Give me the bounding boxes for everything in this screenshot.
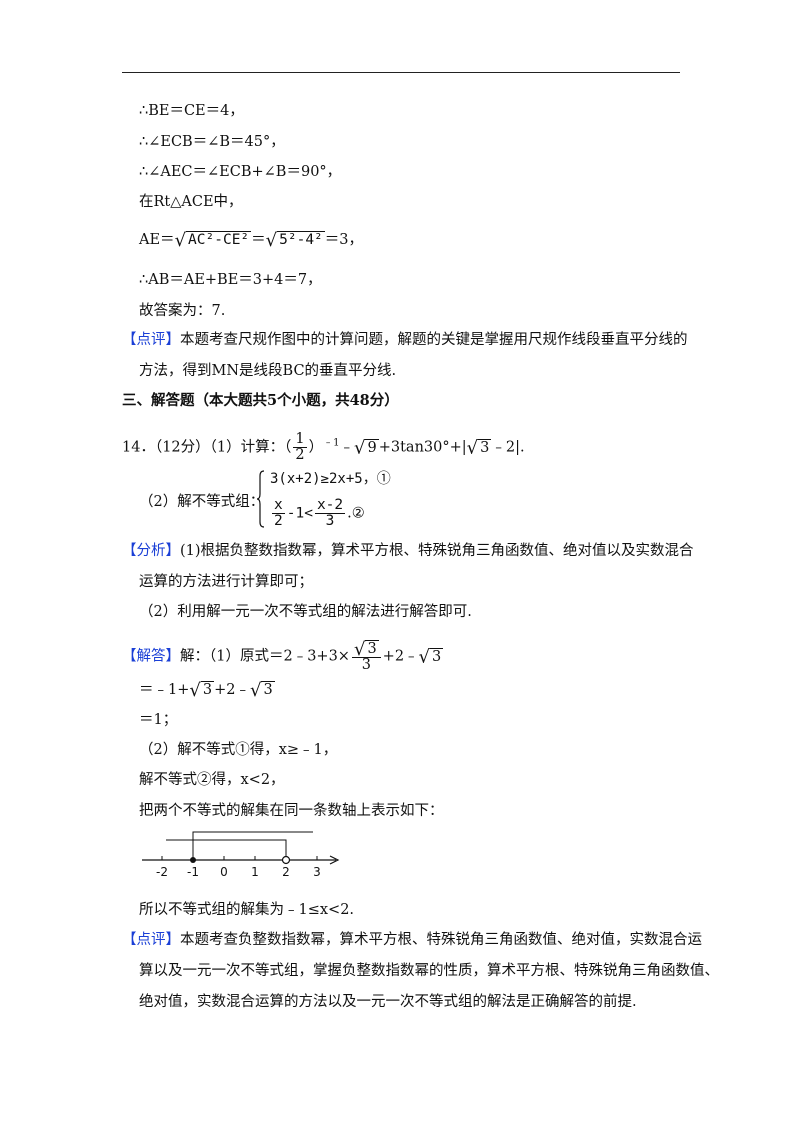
line-ae-sqrt: AE＝√AC²-CE²＝√5²-4²＝3， (139, 230, 363, 251)
solid-point (190, 857, 196, 863)
answer-s2b: +2﹣ (214, 682, 250, 698)
radical-icon: √ (466, 437, 479, 459)
comment-2-line-a: 【点评】本题考查负整数指数幂，算术平方根、特殊锐角三角函数值、绝对值，实数混合运 (122, 930, 702, 950)
answer-line-3: ＝1； (139, 712, 178, 728)
answer-line-7: 所以不等式组的解集为﹣1≤x<2. (139, 902, 355, 918)
tick-label: 0 (220, 865, 228, 879)
comment-1-line-a: 【点评】本题考查尺规作图中的计算问题，解题的关键是掌握用尺规作线段垂直平分线的 (122, 330, 688, 350)
axis-arrow-icon (329, 855, 340, 865)
tick-label: 3 (313, 865, 321, 879)
answer-s2-radicand-2: 3 (261, 681, 275, 698)
left-brace-icon (257, 470, 265, 528)
answer-s1-radicand: 3 (430, 647, 444, 665)
comment-2-line-c: 绝对值，实数混合运算的方法以及一元一次不等式组的解法是正确解答的前提. (139, 994, 637, 1010)
analysis-line-b: 运算的方法进行计算即可； (139, 574, 313, 590)
line-rt-ace: 在Rt△ACE中， (139, 194, 243, 210)
radicand-1: AC²-CE² (186, 231, 252, 248)
number-line: -2 -1 0 1 2 3 (142, 831, 340, 879)
frac-num: 1 (293, 431, 307, 448)
q14-tail: ﹣2|. (491, 439, 525, 456)
frac-den: 2 (295, 447, 305, 463)
q14-mid: +3tan30°+| (378, 439, 467, 456)
ineq2-frac2-num: x-2 (314, 497, 346, 514)
answer-line-5: 解不等式②得，x<2， (139, 772, 285, 788)
solution-ray-x-lt-2 (166, 839, 287, 860)
ae-suffix: ＝3， (324, 232, 364, 248)
ineq2-frac1-den: 2 (274, 513, 283, 529)
answer-line-6: 把两个不等式的解集在同一条数轴上表示如下： (139, 803, 444, 819)
q14-head: 14．（12分）（1）计算：（ (122, 439, 292, 456)
line-be-ce: ∴BE＝CE＝4， (139, 103, 244, 119)
tick-label: -1 (187, 865, 199, 879)
line-ab: ∴AB＝AE+BE＝3+4＝7， (139, 272, 322, 288)
radical-icon: √ (189, 680, 201, 701)
header-rule (122, 72, 680, 73)
comment-tag: 【点评】 (122, 332, 180, 348)
solution-marks (166, 831, 313, 865)
radicand-2: 5²-4² (277, 231, 325, 248)
section-heading: 三、解答题（本大题共5个小题，共48分） (122, 392, 399, 409)
comment-2-tag: 【点评】 (122, 932, 180, 948)
comment-1-text-a: 本题考查尺规作图中的计算问题，解题的关键是掌握用尺规作线段垂直平分线的 (180, 332, 688, 348)
line-angle-aec: ∴∠AEC＝∠ECB+∠B＝90°， (139, 164, 342, 180)
answer-frac-den: 3 (361, 657, 371, 673)
answer-s2a: ＝﹣1+ (139, 682, 190, 698)
q14-minus: ﹣ (339, 439, 355, 456)
tick-label: -2 (156, 865, 168, 879)
analysis-line-c: （2）利用解一元一次不等式组的解法进行解答即可. (139, 604, 472, 620)
answer-frac-radicand: 3 (365, 640, 379, 657)
radicand-9: 9 (365, 438, 379, 456)
ineq2-tail: .② (347, 505, 365, 522)
q14-part2-label: （2）解不等式组： (139, 494, 265, 510)
ineq2-frac1-num: x (272, 497, 285, 514)
ae-mid: ＝ (251, 232, 266, 248)
answer-tag: 【解答】 (122, 648, 180, 665)
radical-icon: √ (174, 230, 187, 251)
radical-icon: √ (418, 646, 431, 668)
comment-2-line-b: 算以及一元一次不等式组，掌握负整数指数幂的性质，算术平方根、特殊锐角三角函数值、 (139, 963, 719, 979)
answer-s1a: 解：（1）原式＝2﹣3+3× (180, 648, 350, 665)
solution-ray-x-ge-neg1 (192, 831, 313, 860)
ae-prefix: AE＝ (139, 232, 175, 248)
answer-frac-num: √3 (351, 639, 381, 660)
radicand-3: 3 (478, 438, 492, 456)
comment-2-text-a: 本题考查负整数指数幂，算术平方根、特殊锐角三角函数值、绝对值，实数混合运 (180, 932, 702, 948)
radical-icon: √ (354, 437, 366, 459)
line-answer-7: 故答案为：7. (139, 303, 226, 319)
analysis-line-a: 【分析】(1)根据负整数指数幂，算术平方根、特殊锐角三角函数值、绝对值以及实数混… (122, 541, 694, 561)
radical-icon: √ (353, 639, 366, 660)
answer-s2-radicand: 3 (200, 681, 215, 698)
ineq2-mid: -1< (286, 505, 313, 522)
open-point (281, 855, 291, 865)
answer-s1b: +2﹣ (382, 648, 419, 665)
analysis-tag: 【分析】 (122, 543, 180, 559)
exponent: ﹣1 (323, 437, 340, 449)
tick-label: 2 (282, 865, 290, 879)
radical-icon: √ (265, 230, 278, 251)
inequality-1: 3(x+2)≥2x+5，① (270, 471, 391, 487)
analysis-text-a: (1)根据负整数指数幂，算术平方根、特殊锐角三角函数值、绝对值以及实数混合 (180, 543, 694, 559)
line-angle-ecb: ∴∠ECB＝∠B＝45°， (139, 134, 285, 150)
tick-label: 1 (251, 865, 259, 879)
answer-line-4: （2）解不等式①得，x≥﹣1， (139, 742, 338, 758)
ineq2-frac2-den: 3 (325, 513, 335, 529)
answer-line-2: ＝﹣1+√3+2﹣√3 (139, 680, 275, 701)
comment-1-line-b: 方法，得到MN是线段BC的垂直平分线. (139, 363, 397, 379)
radical-icon: √ (249, 680, 262, 701)
